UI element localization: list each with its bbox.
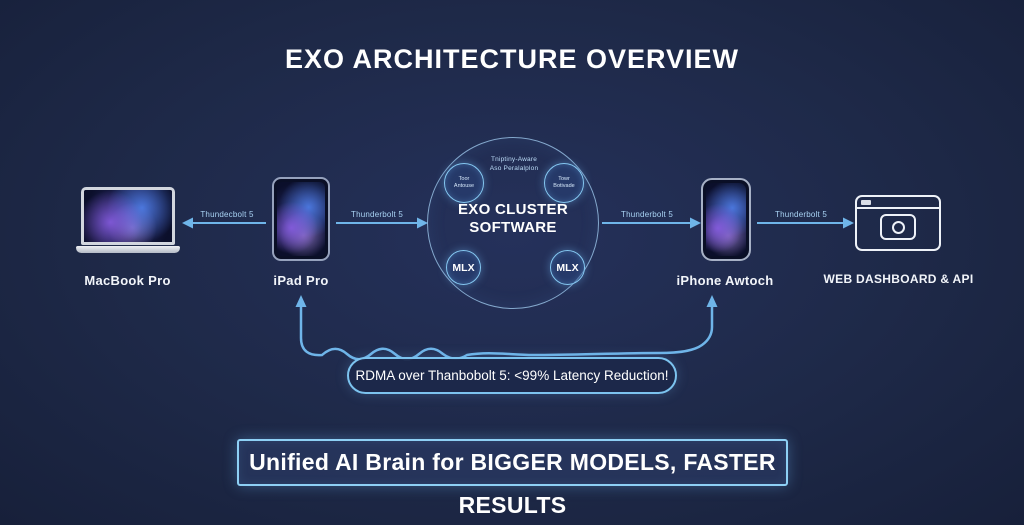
cluster-top-text: Tniptiny-Aware Aso Peralalplon — [489, 156, 539, 173]
rdma-latency-badge: RDMA over Thanbobolt 5: <99% Latency Red… — [347, 357, 677, 394]
rdma-wavy-line — [299, 304, 714, 361]
arrowhead-to-iphone — [690, 217, 701, 229]
iphone-label: iPhone Awtoch — [676, 273, 774, 288]
page-title: EXO ARCHITECTURE OVERVIEW — [284, 44, 740, 74]
iphone-device-icon — [701, 178, 751, 261]
nebula-wallpaper — [84, 190, 172, 242]
mlx-node-right: MLX — [550, 250, 585, 285]
arrowhead-to-dashboard — [843, 217, 854, 229]
wavy-arrowhead-to-ipad — [295, 295, 307, 307]
link-label-macbook-ipad: Thundecbolt 5 — [200, 210, 254, 219]
cluster-title: EXO CLUSTER SOFTWARE — [458, 201, 568, 236]
browser-content — [857, 209, 939, 245]
camera-lens-icon — [891, 220, 905, 234]
mlx-node-left: MLX — [446, 250, 481, 285]
arrowhead-to-macbook — [182, 217, 193, 229]
macbook-device-icon — [76, 187, 180, 253]
link-label-ipad-cluster: Thunderbolt 5 — [351, 210, 403, 219]
link-label-iphone-dashboard: Thunderbolt 5 — [775, 210, 827, 219]
nebula-wallpaper — [277, 182, 325, 256]
ipad-device-icon — [272, 177, 330, 261]
macbook-screen — [81, 187, 175, 245]
dashboard-label: WEB DASHBOARD & API — [823, 272, 974, 286]
ipad-label: iPad Pro — [273, 273, 329, 288]
nebula-wallpaper — [706, 183, 746, 256]
wavy-arrowhead-to-iphone — [706, 295, 718, 307]
exo-cluster-circle: Tniptiny-Aware Aso Peralalplon Toor Anto… — [427, 137, 599, 309]
arrowhead-to-cluster — [417, 217, 428, 229]
macbook-base — [76, 246, 180, 253]
browser-menu-icon — [861, 199, 871, 205]
unified-ai-banner: Unified AI Brain for BIGGER MODELS, FAST… — [237, 439, 788, 518]
browser-titlebar — [857, 197, 939, 209]
cluster-node-topology-left: Toor Antouse — [444, 163, 484, 203]
browser-window-icon — [855, 195, 941, 251]
link-label-cluster-iphone: Thunderbolt 5 — [621, 210, 673, 219]
macbook-label: MacBook Pro — [84, 273, 171, 288]
camera-icon — [880, 214, 916, 240]
cluster-node-topology-right: Towr Botivade — [544, 163, 584, 203]
